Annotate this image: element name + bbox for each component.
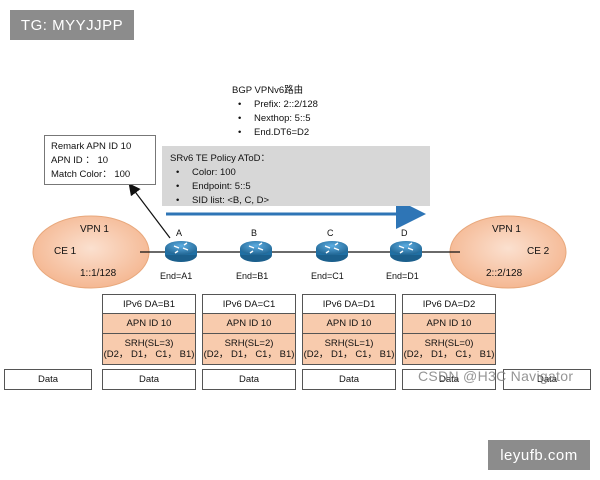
left-site-vpn-label: VPN 1 [80, 224, 109, 235]
packet-srh-label: SRH(SL=1) [324, 338, 374, 349]
packet-data: Data [202, 369, 296, 390]
bgp-title: BGP VPNv6路由 [232, 85, 304, 96]
packet-srh: SRH(SL=0) (D2， D1， C1， B1) [402, 333, 496, 365]
remark-pointer-arrow [128, 183, 171, 239]
match-color-line: Match Color： 100 [51, 169, 131, 180]
right-site-ce-label: CE 2 [527, 246, 550, 257]
packet-srh: SRH(SL=3) (D2， D1， C1， B1) [102, 333, 196, 365]
router-b-icon [240, 241, 272, 262]
router-d-icon [390, 241, 422, 262]
packet-srh-label: SRH(SL=3) [124, 338, 174, 349]
right-data-box: Data [503, 369, 591, 390]
left-data-box: Data [4, 369, 92, 390]
policy-color: Color: 100 [176, 166, 422, 180]
packet-srh: SRH(SL=1) (D2， D1， C1， B1) [302, 333, 396, 365]
packet-da: IPv6 DA=C1 [202, 294, 296, 314]
remark-box: Remark APN ID 10 APN ID ： 10 Match Color… [44, 135, 156, 185]
packet-sid-list: (D2， D1， C1， B1) [303, 349, 395, 360]
bgp-end-dt6: End.DT6=D2 [238, 126, 382, 140]
packet-srh: SRH(SL=2) (D2， D1， C1， B1) [202, 333, 296, 365]
packet-apn: APN ID 10 [102, 313, 196, 334]
packet-sid-list: (D2， D1， C1， B1) [103, 349, 195, 360]
packet-stack-1: IPv6 DA=B1 APN ID 10 SRH(SL=3) (D2， D1， … [102, 294, 196, 390]
left-site-prefix-label: 1::1/128 [80, 268, 117, 279]
packet-sid-list: (D2， D1， C1， B1) [203, 349, 295, 360]
apn-id-line: APN ID ： 10 [51, 155, 109, 166]
packet-data: Data [302, 369, 396, 390]
watermark-tag-top: TG: MYYJJPP [10, 10, 134, 40]
router-a-icon [165, 241, 197, 262]
packet-stack-2: IPv6 DA=C1 APN ID 10 SRH(SL=2) (D2， D1， … [202, 294, 296, 390]
router-a-end-label: End=A1 [160, 271, 193, 281]
packet-stack-3: IPv6 DA=D1 APN ID 10 SRH(SL=1) (D2， D1， … [302, 294, 396, 390]
packet-data: Data [402, 369, 496, 390]
right-site-vpn-label: VPN 1 [492, 224, 521, 235]
router-a-letter: A [176, 228, 183, 238]
packet-data: Data [102, 369, 196, 390]
router-d-letter: D [401, 228, 408, 238]
policy-endpoint: Endpoint: 5::5 [176, 180, 422, 194]
router-d-end-label: End=D1 [386, 271, 419, 281]
router-c-letter: C [327, 228, 334, 238]
router-b-end-label: End=B1 [236, 271, 269, 281]
router-c-icon [316, 241, 348, 262]
watermark-tag-bottom: leyufb.com [488, 440, 590, 470]
policy-sid-list: SID list: <B, C, D> [176, 194, 422, 208]
policy-title: SRv6 TE Policy AToD： [170, 153, 270, 164]
srv6-policy-box: SRv6 TE Policy AToD： Color: 100 Endpoint… [162, 146, 430, 208]
packet-sid-list: (D2， D1， C1， B1) [403, 349, 495, 360]
bgp-prefix: Prefix: 2::2/128 [238, 98, 382, 112]
remark-line: Remark APN ID 10 [51, 141, 132, 152]
packet-da: IPv6 DA=D1 [302, 294, 396, 314]
packet-srh-label: SRH(SL=0) [424, 338, 474, 349]
bgp-nexthop: Nexthop: 5::5 [238, 112, 382, 126]
csdn-watermark: CSDN @H3C Navigator [418, 368, 574, 384]
left-site-ce-label: CE 1 [54, 246, 77, 257]
router-c-end-label: End=C1 [311, 271, 344, 281]
packet-da: IPv6 DA=D2 [402, 294, 496, 314]
bgp-route-box: BGP VPNv6路由 Prefix: 2::2/128 Nexthop: 5:… [232, 84, 382, 140]
packet-apn: APN ID 10 [302, 313, 396, 334]
packet-srh-label: SRH(SL=2) [224, 338, 274, 349]
packet-apn: APN ID 10 [402, 313, 496, 334]
packet-stack-4: IPv6 DA=D2 APN ID 10 SRH(SL=0) (D2， D1， … [402, 294, 496, 390]
packet-da: IPv6 DA=B1 [102, 294, 196, 314]
router-b-letter: B [251, 228, 258, 238]
right-site-prefix-label: 2::2/128 [486, 268, 523, 279]
packet-apn: APN ID 10 [202, 313, 296, 334]
